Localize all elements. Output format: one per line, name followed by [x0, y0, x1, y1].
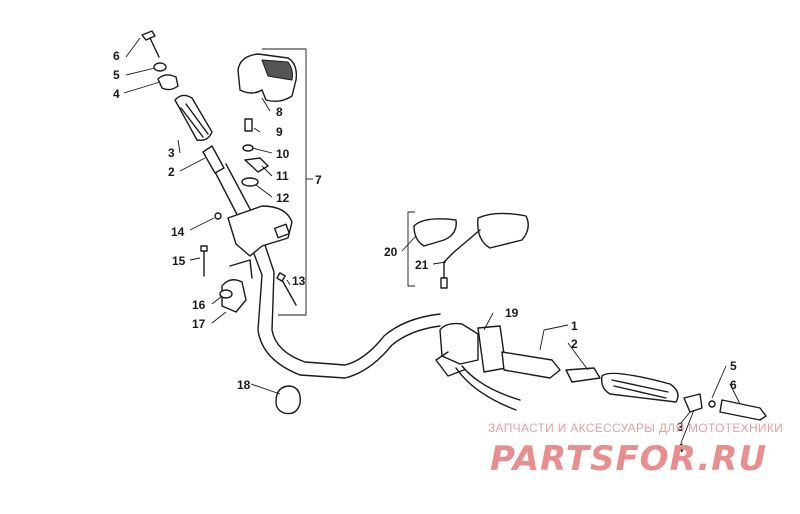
- callout-4-right: 4: [677, 441, 684, 455]
- callout-6-right: 6: [730, 378, 737, 392]
- callout-11: 11: [276, 169, 289, 183]
- clamp-11: [244, 157, 269, 173]
- throttle-tube: [501, 351, 561, 379]
- watermark-logo: PARTSFOR.RU: [490, 439, 767, 479]
- callout-15: 15: [172, 254, 186, 268]
- mirror-assembly: [413, 212, 529, 289]
- callout-4-left: 4: [113, 87, 120, 101]
- callout-10: 10: [276, 147, 290, 161]
- bracket-7: [262, 48, 307, 316]
- callout-17: 17: [192, 317, 206, 331]
- screw-9: [244, 118, 253, 132]
- throttle-housing-group: [200, 53, 298, 313]
- switch-housing: [227, 205, 293, 257]
- grip-sleeve-right: [565, 367, 601, 383]
- callout-12: 12: [276, 191, 290, 205]
- callout-6-left: 6: [113, 49, 120, 63]
- bracket-20: [407, 211, 415, 287]
- callout-labels: 6 5 4 3 2 8 9 10 11 12 7 14 15 13 16 17 …: [113, 49, 737, 455]
- right-switch: [477, 325, 507, 373]
- callout-8: 8: [276, 105, 283, 119]
- bar-end-right: [683, 393, 703, 413]
- callout-1-right: 1: [571, 319, 578, 333]
- washer-10: [242, 144, 254, 152]
- grip-right: [600, 372, 679, 403]
- callout-7: 7: [315, 173, 322, 187]
- callout-19: 19: [505, 306, 519, 320]
- brake-bracket: [221, 279, 247, 313]
- watermark-caption: ЗАПЧАСТИ И АКСЕССУАРЫ ДЛЯ МОТОТЕХНИКИ: [488, 421, 783, 435]
- end-bolt-left: [141, 30, 156, 41]
- right-control-assembly: [435, 322, 521, 411]
- handlebar-tube: [213, 163, 441, 379]
- washer-right: [708, 400, 716, 408]
- callout-20: 20: [384, 245, 398, 259]
- end-bolt-right: [719, 399, 767, 421]
- screw-14: [214, 212, 222, 220]
- callout-2-right: 2: [571, 337, 578, 351]
- bar-end-weight-left: [157, 74, 179, 91]
- callout-3-left: 3: [168, 146, 175, 160]
- washer-left: [153, 62, 167, 72]
- callout-18: 18: [237, 378, 251, 392]
- mirror-head-small: [413, 218, 457, 247]
- right-grip-assembly: [501, 351, 767, 421]
- bolt-13: [281, 279, 297, 306]
- grip-sleeve-left: [202, 145, 225, 174]
- master-cylinder: [439, 322, 479, 365]
- callout-13: 13: [292, 274, 306, 288]
- callout-3-right: 3: [677, 420, 684, 434]
- callout-5-left: 5: [113, 68, 120, 82]
- left-grip-assembly: [141, 30, 225, 174]
- callout-5-right: 5: [730, 359, 737, 373]
- leader-lines: [123, 37, 741, 444]
- callout-21: 21: [415, 258, 429, 272]
- callout-16: 16: [192, 298, 206, 312]
- callout-9: 9: [276, 125, 283, 139]
- retaining-ring: [275, 385, 301, 415]
- bushing-12: [241, 177, 259, 187]
- grip-left: [174, 94, 213, 142]
- watermark: ЗАПЧАСТИ И АКСЕССУАРЫ ДЛЯ МОТОТЕХНИКИ PA…: [488, 421, 783, 479]
- mirror-head-large: [477, 212, 529, 249]
- callout-14: 14: [171, 225, 185, 239]
- callout-2-left: 2: [168, 165, 175, 179]
